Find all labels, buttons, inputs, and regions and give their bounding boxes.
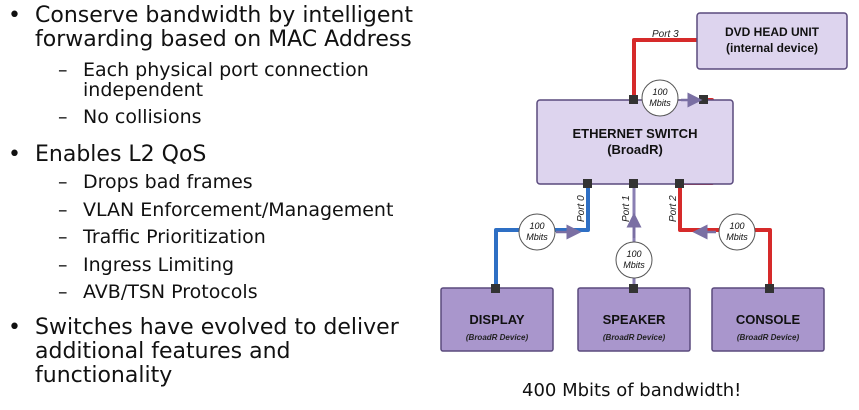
bullet-dot: • bbox=[8, 3, 21, 28]
bullet-text: Enables L2 QoS bbox=[35, 142, 207, 167]
sub-bullet-dash: – bbox=[58, 199, 68, 221]
port-connector bbox=[765, 284, 774, 293]
bullet-dot: • bbox=[8, 142, 21, 167]
speed-bubble: 100 Mbits bbox=[615, 241, 653, 279]
sub-bullet-dash: – bbox=[58, 254, 68, 276]
red-link-port3 bbox=[632, 38, 697, 100]
dvd-subtitle: (internal device) bbox=[726, 41, 818, 55]
port-connector bbox=[699, 95, 708, 104]
sub-bullet-text: VLAN Enforcement/Management bbox=[83, 199, 394, 221]
sub-bullet-dash: – bbox=[58, 281, 68, 303]
console-subtitle: (BroadR Device) bbox=[737, 333, 800, 342]
console-title: CONSOLE bbox=[736, 312, 801, 327]
port-connector bbox=[491, 284, 500, 293]
bullet-text: additional features and bbox=[35, 339, 291, 364]
bullet-text: Conserve bandwidth by intelligent bbox=[35, 3, 413, 28]
sub-bullet-text: Each physical port connection bbox=[83, 59, 369, 81]
port-2-label: Port 2 bbox=[668, 195, 679, 222]
speed-bubble: 100 Mbits bbox=[718, 213, 756, 251]
dvd-title: DVD HEAD UNIT bbox=[725, 25, 820, 39]
sub-bullet-text: Ingress Limiting bbox=[83, 254, 235, 276]
speed-bubble: 100 Mbits bbox=[641, 79, 679, 117]
bandwidth-caption: 400 Mbits of bandwidth! bbox=[522, 380, 742, 401]
bullet-text: functionality bbox=[35, 363, 173, 388]
port-1-label: Port 1 bbox=[621, 195, 632, 222]
sub-bullet-text: AVB/TSN Protocols bbox=[83, 281, 258, 303]
speed-value: 100 bbox=[652, 87, 667, 97]
sub-bullet-text: independent bbox=[83, 79, 204, 101]
sub-bullet-dash: – bbox=[58, 106, 68, 128]
sub-bullet-text: Traffic Prioritization bbox=[83, 226, 266, 248]
speed-unit: Mbits bbox=[526, 232, 548, 242]
dvd-head-unit: DVD HEAD UNIT (internal device) bbox=[696, 12, 848, 70]
bullet-text: Switches have evolved to deliver bbox=[35, 315, 399, 340]
sub-bullet-text: Drops bad frames bbox=[83, 171, 253, 193]
console-device: CONSOLE (BroadR Device) bbox=[711, 287, 825, 352]
speed-unit: Mbits bbox=[623, 260, 645, 270]
display-device: DISPLAY (BroadR Device) bbox=[440, 287, 554, 352]
display-subtitle: (BroadR Device) bbox=[466, 333, 529, 342]
sub-bullet-dash: – bbox=[58, 171, 68, 193]
flow-arrows bbox=[556, 92, 716, 240]
speed-unit: Mbits bbox=[649, 98, 671, 108]
port-connector bbox=[629, 95, 638, 104]
speed-value: 100 bbox=[729, 221, 744, 231]
bullet-dot: • bbox=[8, 315, 21, 340]
sub-bullet-dash: – bbox=[58, 59, 68, 81]
speaker-title: SPEAKER bbox=[603, 312, 666, 327]
port-connector bbox=[675, 179, 684, 188]
sub-bullet-text: No collisions bbox=[83, 106, 202, 128]
speaker-subtitle: (BroadR Device) bbox=[603, 333, 666, 342]
display-title: DISPLAY bbox=[469, 312, 524, 327]
switch-subtitle: (BroadR) bbox=[607, 142, 663, 157]
port-connector bbox=[583, 179, 592, 188]
port-labels: Port 3 Port 0 Port 1 Port 2 bbox=[576, 29, 679, 222]
port-3-label: Port 3 bbox=[652, 29, 679, 40]
port-connector bbox=[629, 284, 638, 293]
speed-value: 100 bbox=[529, 221, 544, 231]
ethernet-switch: ETHERNET SWITCH (BroadR) bbox=[536, 99, 734, 185]
speed-bubble: 100 Mbits bbox=[518, 213, 556, 251]
speed-unit: Mbits bbox=[726, 232, 748, 242]
port-0-label: Port 0 bbox=[576, 195, 587, 222]
sub-bullet-dash: – bbox=[58, 226, 68, 248]
speaker-device: SPEAKER (BroadR Device) bbox=[577, 287, 691, 352]
speed-value: 100 bbox=[626, 249, 641, 259]
port-connectors bbox=[491, 95, 774, 293]
port-connector bbox=[629, 179, 638, 188]
bullet-text: forwarding based on MAC Address bbox=[35, 27, 412, 52]
switch-title: ETHERNET SWITCH bbox=[573, 126, 698, 141]
